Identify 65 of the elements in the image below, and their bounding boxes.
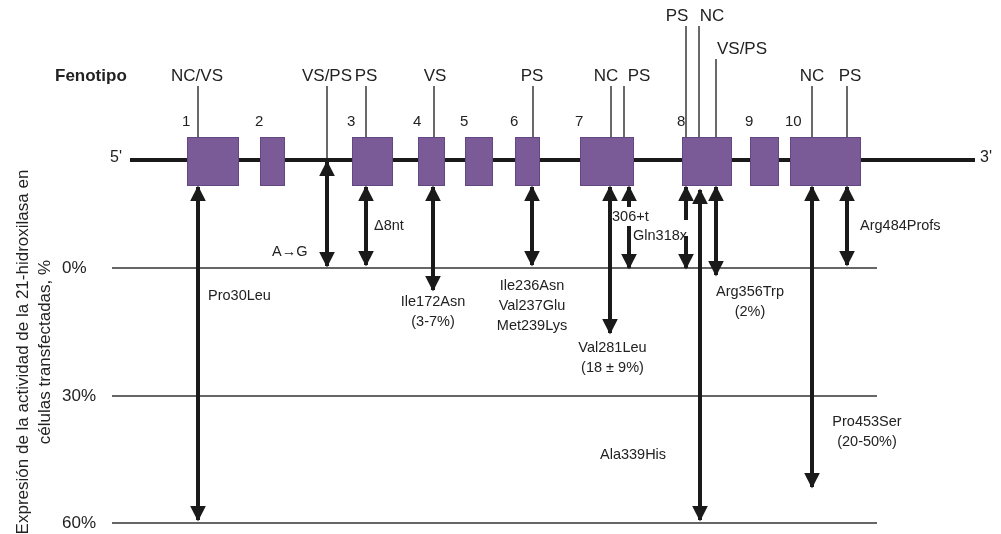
double-arrow <box>692 188 708 522</box>
leader-line <box>610 85 612 138</box>
leader-line <box>685 25 687 138</box>
phenotype-heading: Fenotipo <box>55 66 127 86</box>
double-arrow <box>524 185 540 267</box>
phenotype-label: NC <box>799 66 825 86</box>
exon-number: 5 <box>460 112 469 129</box>
mutation-label: Pro453Ser (20-50%) <box>831 412 903 451</box>
double-arrow <box>678 185 694 270</box>
leader-line <box>532 85 534 138</box>
exon-number: 2 <box>255 112 264 129</box>
leader-line <box>698 25 700 138</box>
mutation-label: Ile236Asn Val237Glu Met239Lys <box>495 276 569 335</box>
phenotype-label: VS <box>423 66 447 86</box>
mutation-label: Arg484Profs <box>860 216 941 235</box>
leader-line <box>433 85 435 138</box>
phenotype-label: PS <box>627 66 651 86</box>
axis-title: Expresión de la actividad de la 21-hidroxilasa en células transfectadas, % <box>12 168 55 534</box>
phenotype-label: NC <box>699 6 725 26</box>
exon-number: 3 <box>347 112 356 129</box>
mutation-label: 306+t <box>612 207 649 226</box>
phenotype-label: PS <box>354 66 378 86</box>
mutation-label: Pro30Leu <box>208 286 271 305</box>
mutation-label: Ala339His <box>600 445 667 464</box>
double-arrow <box>425 185 441 292</box>
mutation-label: A→G <box>272 242 308 261</box>
axis-tick-label: 0% <box>62 258 87 278</box>
phenotype-label: PS <box>520 66 544 86</box>
exon-number: 10 <box>785 112 802 129</box>
leader-line <box>365 85 367 138</box>
double-arrow <box>839 185 855 267</box>
mutation-label: Gln318x <box>633 226 687 245</box>
exon-number: 8 <box>677 112 686 129</box>
strand-end-label: 5' <box>110 148 122 166</box>
leader-line <box>197 85 199 138</box>
exon-number: 1 <box>182 112 191 129</box>
mutation-label: Ile172Asn (3-7%) <box>399 292 467 331</box>
mutation-label: Δ8nt <box>374 216 404 235</box>
phenotype-label: PS <box>665 6 689 26</box>
phenotype-label: NC <box>593 66 619 86</box>
double-arrow <box>708 185 724 277</box>
axis-tick-label: 60% <box>62 513 97 533</box>
phenotype-label: VS/PS <box>301 66 353 86</box>
phenotype-label: VS/PS <box>716 39 768 59</box>
axis-tick-label: 30% <box>62 386 97 406</box>
double-arrow <box>358 185 374 267</box>
exon-number: 9 <box>745 112 754 129</box>
mutation-label: Arg356Trp (2%) <box>715 282 785 321</box>
strand-end-label: 3' <box>980 148 992 166</box>
leader-line <box>715 58 717 138</box>
double-arrow <box>319 160 335 268</box>
leader-line <box>326 85 328 159</box>
exon-number: 6 <box>510 112 519 129</box>
phenotype-label: PS <box>838 66 862 86</box>
exon-number: 4 <box>413 112 422 129</box>
leader-line <box>846 85 848 138</box>
phenotype-label: NC/VS <box>171 66 223 86</box>
mutation-label: Val281Leu (18 ± 9%) <box>577 338 648 377</box>
leader-line <box>623 85 625 138</box>
double-arrow <box>602 185 618 335</box>
double-arrow <box>804 185 820 489</box>
leader-line <box>811 85 813 138</box>
double-arrow <box>190 185 206 522</box>
double-arrow <box>621 185 637 270</box>
exon-number: 7 <box>575 112 584 129</box>
